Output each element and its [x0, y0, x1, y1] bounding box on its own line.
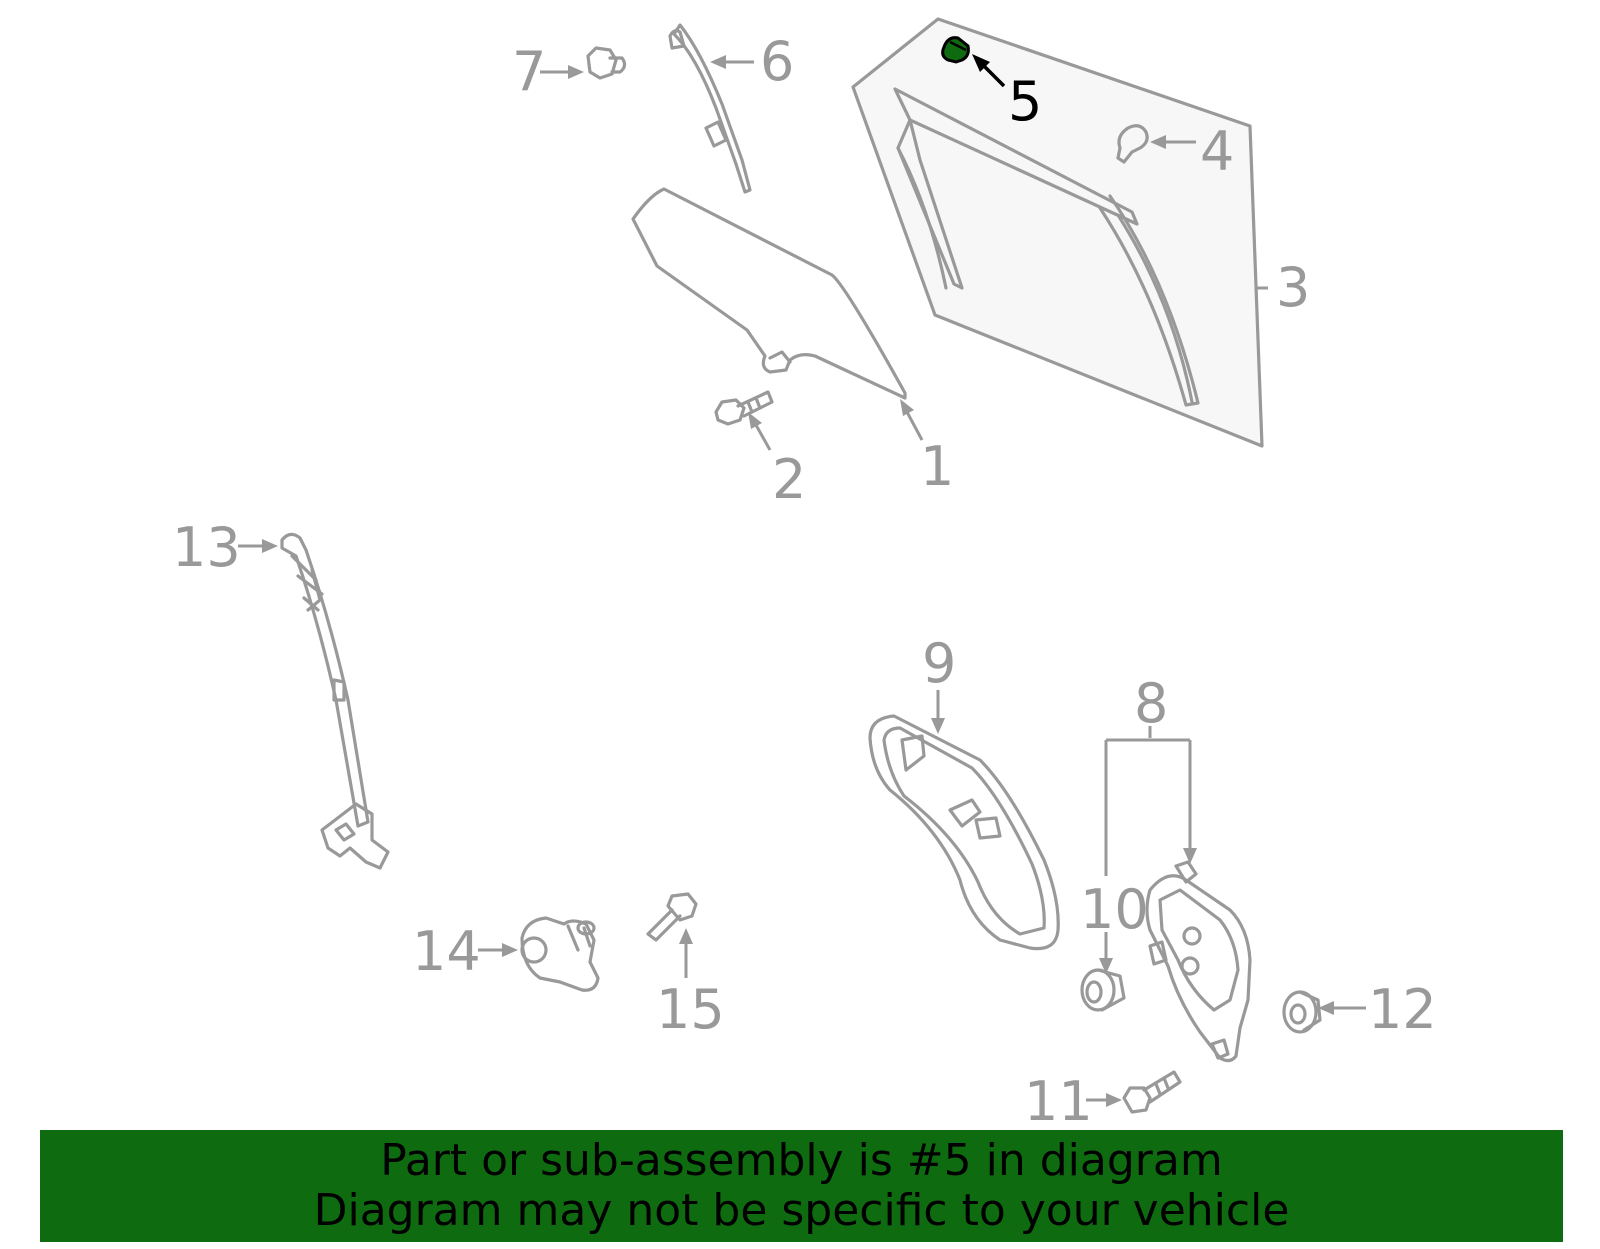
- callout-14: 14: [412, 920, 481, 983]
- part-5-clip-highlighted[interactable]: [941, 36, 970, 64]
- callout-4: 4: [1200, 120, 1234, 183]
- callout-1: 1: [920, 435, 954, 498]
- banner-line-part-number: Part or sub-assembly is #5 in diagram: [380, 1135, 1223, 1186]
- callout-9: 9: [922, 632, 956, 695]
- part-10-grommet: [1080, 968, 1126, 1012]
- callout-numbers: 1 2 3 4 5 6 7 8 9 10 11 12 13 14 15: [172, 30, 1437, 1133]
- part-8-housing: [1145, 860, 1252, 1063]
- part-2-bolt: [714, 390, 774, 426]
- part-6-channel-strip: [668, 23, 752, 194]
- callout-10: 10: [1080, 878, 1149, 941]
- part-11-bolt: [1122, 1070, 1182, 1114]
- part-1-door-glass: [631, 187, 907, 400]
- part-7-nut: [586, 46, 627, 80]
- leader-lines: [238, 54, 1366, 1107]
- callout-5[interactable]: 5: [1008, 70, 1042, 133]
- callout-8: 8: [1134, 672, 1168, 735]
- banner-line-disclaimer: Diagram may not be specific to your vehi…: [313, 1185, 1290, 1236]
- callout-11: 11: [1024, 1070, 1093, 1133]
- callout-3: 3: [1276, 256, 1310, 319]
- part-13-window-regulator: [280, 532, 390, 870]
- part-3-glass-run-channel: [851, 17, 1264, 448]
- part-4-push-clip: [1116, 124, 1149, 164]
- part-12-grommet: [1282, 990, 1322, 1034]
- info-banner: Part or sub-assembly is #5 in diagram Di…: [40, 1130, 1563, 1242]
- callout-6: 6: [760, 30, 794, 93]
- callout-13: 13: [172, 516, 241, 579]
- part-15-bolt: [646, 892, 698, 942]
- part-14-regulator-motor: [520, 916, 600, 992]
- callout-15: 15: [656, 978, 725, 1041]
- callout-7: 7: [512, 40, 546, 103]
- callout-2: 2: [772, 448, 806, 511]
- part-9-door-module-panel: [868, 714, 1060, 951]
- callout-12: 12: [1368, 978, 1437, 1041]
